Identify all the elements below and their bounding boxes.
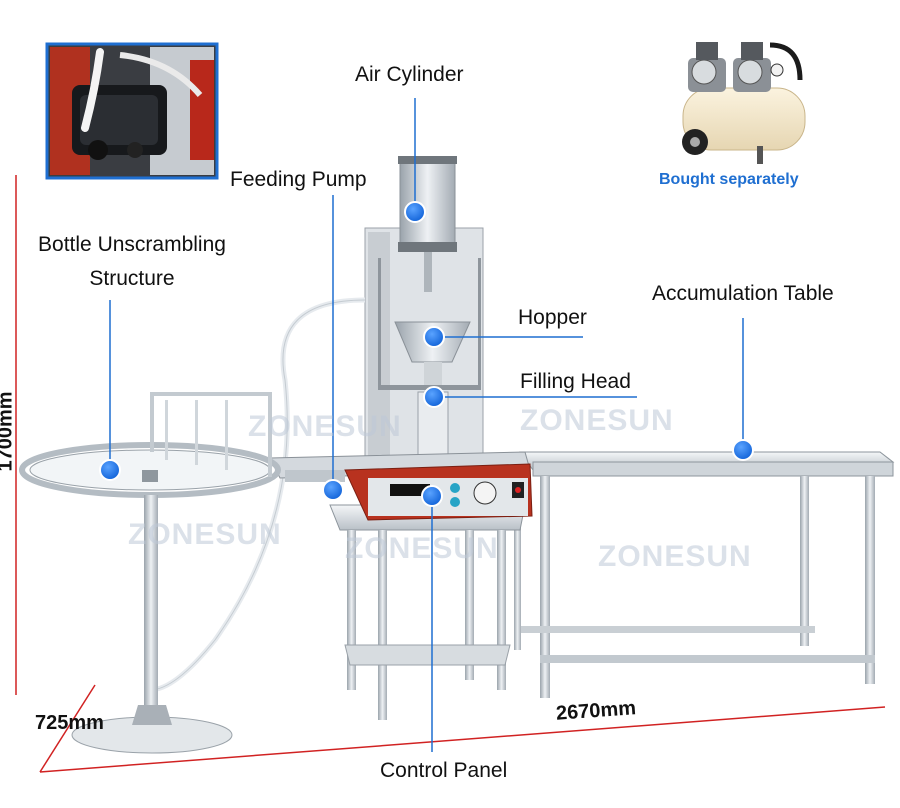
callout-lines bbox=[109, 98, 744, 752]
watermark: ZONESUN bbox=[345, 532, 499, 565]
feeding-pump-dot bbox=[322, 479, 344, 501]
filling-machine bbox=[149, 156, 484, 693]
air-cylinder-label: Air Cylinder bbox=[355, 63, 464, 86]
width-dimension-label: 725mm bbox=[35, 712, 104, 734]
control-panel-dot bbox=[421, 485, 443, 507]
air-cylinder-body bbox=[399, 157, 456, 249]
bottle-unscrambling-label-line1: Bottle Unscrambling bbox=[38, 233, 226, 256]
accumulation-table-label: Accumulation Table bbox=[652, 282, 834, 305]
bought-separately-note: Bought separately bbox=[659, 171, 799, 188]
bottle-unscrambling-turntable bbox=[19, 392, 281, 754]
conveyor-and-control-box bbox=[269, 451, 533, 521]
watermark: ZONESUN bbox=[598, 540, 752, 573]
filling-head-dot bbox=[423, 386, 445, 408]
feeding-pump-label: Feeding Pump bbox=[230, 168, 367, 191]
watermark: ZONESUN bbox=[248, 410, 402, 443]
control-panel-label: Control Panel bbox=[380, 759, 508, 782]
accumulation-table bbox=[514, 451, 895, 698]
dimension-lines bbox=[15, 175, 886, 773]
accumulation-table-dot bbox=[732, 439, 754, 461]
bottle-unscrambling-label-line2: Structure bbox=[89, 267, 175, 290]
bottle-unscrambling-dot bbox=[99, 459, 121, 481]
air-compressor bbox=[682, 42, 806, 164]
air-cylinder-dot bbox=[404, 201, 426, 223]
hopper-dot bbox=[423, 326, 445, 348]
hopper-label: Hopper bbox=[518, 306, 587, 329]
watermark: ZONESUN bbox=[520, 404, 674, 437]
pump-closeup-inset bbox=[45, 42, 219, 180]
callout-dots bbox=[99, 201, 754, 507]
length-dimension-line bbox=[39, 706, 886, 773]
watermark: ZONESUN bbox=[128, 518, 282, 551]
height-dimension-label: 1700mm bbox=[0, 391, 17, 472]
filling-head-label: Filling Head bbox=[520, 370, 631, 393]
width-dimension-line bbox=[39, 684, 96, 773]
